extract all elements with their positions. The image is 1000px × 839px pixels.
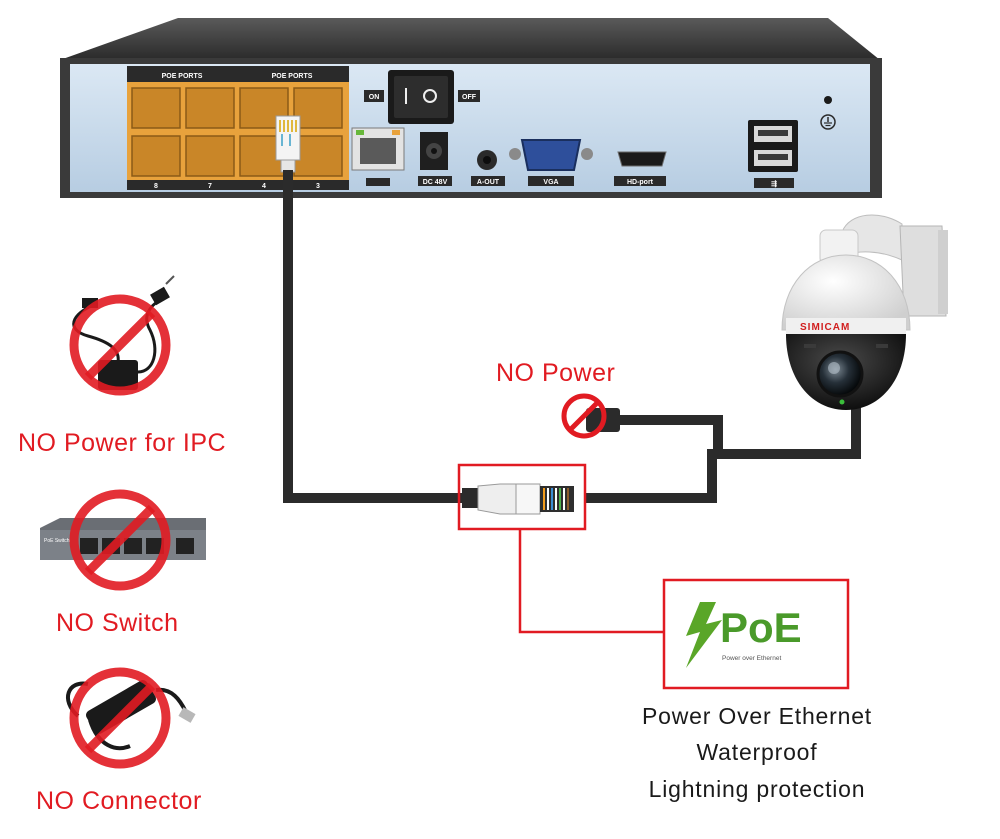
usb-ports[interactable]: ⇶ bbox=[748, 120, 798, 188]
ptz-camera: SIMICAM bbox=[781, 214, 948, 410]
dc-label: DC 48V bbox=[423, 179, 448, 186]
lightning-icon bbox=[686, 602, 722, 668]
poe-port[interactable] bbox=[293, 87, 343, 129]
no-switch-label: NO Switch bbox=[56, 609, 179, 637]
lan-port[interactable] bbox=[351, 127, 405, 186]
switch-brand: PoE Switch bbox=[44, 538, 70, 544]
poe-port[interactable] bbox=[185, 87, 235, 129]
port-number: 8 bbox=[154, 183, 158, 190]
vga-port[interactable]: VGA bbox=[509, 139, 593, 186]
connector-highlight-box bbox=[457, 463, 587, 531]
power-cable bbox=[596, 415, 723, 458]
dc-power-jack[interactable]: DC 48V bbox=[418, 132, 452, 186]
poe-badge-title: PoE bbox=[720, 604, 802, 651]
switch-on-label: ON bbox=[369, 94, 380, 101]
poe-port[interactable] bbox=[131, 87, 181, 129]
no-connector-prohibit-icon bbox=[69, 667, 171, 769]
ethernet-cable bbox=[283, 170, 861, 503]
no-power-ipc-label: NO Power for IPC bbox=[18, 429, 227, 457]
feature-waterproof: Waterproof bbox=[696, 739, 818, 765]
hdmi-port[interactable]: HD-port bbox=[614, 151, 667, 186]
rj45-connector-joint bbox=[462, 483, 574, 515]
audio-out-label: A-OUT bbox=[477, 179, 500, 186]
hd-port-label: HD-port bbox=[627, 179, 654, 186]
port-number: 3 bbox=[316, 183, 320, 190]
ground-icon bbox=[820, 114, 836, 130]
feature-power-over-ethernet: Power Over Ethernet bbox=[642, 703, 872, 729]
reset-hole-icon bbox=[824, 96, 832, 104]
poe-ports-label-right: POE PORTS bbox=[272, 73, 313, 80]
no-connector-label: NO Connector bbox=[36, 787, 202, 815]
rj45-plug-in-nvr bbox=[275, 115, 301, 173]
port-number: 7 bbox=[208, 183, 212, 190]
usb-symbol-icon: ⇶ bbox=[771, 180, 777, 188]
audio-out-jack[interactable]: A-OUT bbox=[471, 150, 505, 186]
poe-port[interactable] bbox=[293, 135, 343, 177]
feature-lightning-protection: Lightning protection bbox=[648, 776, 866, 802]
no-switch-prohibit-icon bbox=[69, 489, 171, 591]
poe-port-block: POE PORTS POE PORTS 8 7 4 3 bbox=[127, 66, 349, 190]
no-power-adapter-prohibit-icon bbox=[69, 294, 171, 396]
poe-port[interactable] bbox=[185, 135, 235, 177]
vga-label: VGA bbox=[543, 179, 558, 186]
leader-line bbox=[518, 529, 664, 634]
poe-ports-label-left: POE PORTS bbox=[162, 73, 203, 80]
no-power-prohibit-icon bbox=[561, 393, 607, 439]
no-power-label: NO Power bbox=[496, 359, 616, 387]
port-number: 4 bbox=[262, 183, 266, 190]
poe-badge: PoE Power over Ethernet bbox=[662, 578, 850, 690]
nvr-device: POE PORTS POE PORTS 8 7 4 3 bbox=[60, 18, 882, 198]
camera-lens bbox=[816, 350, 864, 398]
camera-brand: SIMICAM bbox=[800, 322, 850, 333]
poe-port[interactable] bbox=[131, 135, 181, 177]
power-switch[interactable]: ON OFF bbox=[364, 70, 480, 124]
switch-off-label: OFF bbox=[462, 94, 477, 101]
nvr-top bbox=[60, 18, 880, 60]
poe-badge-subtitle: Power over Ethernet bbox=[722, 655, 781, 662]
